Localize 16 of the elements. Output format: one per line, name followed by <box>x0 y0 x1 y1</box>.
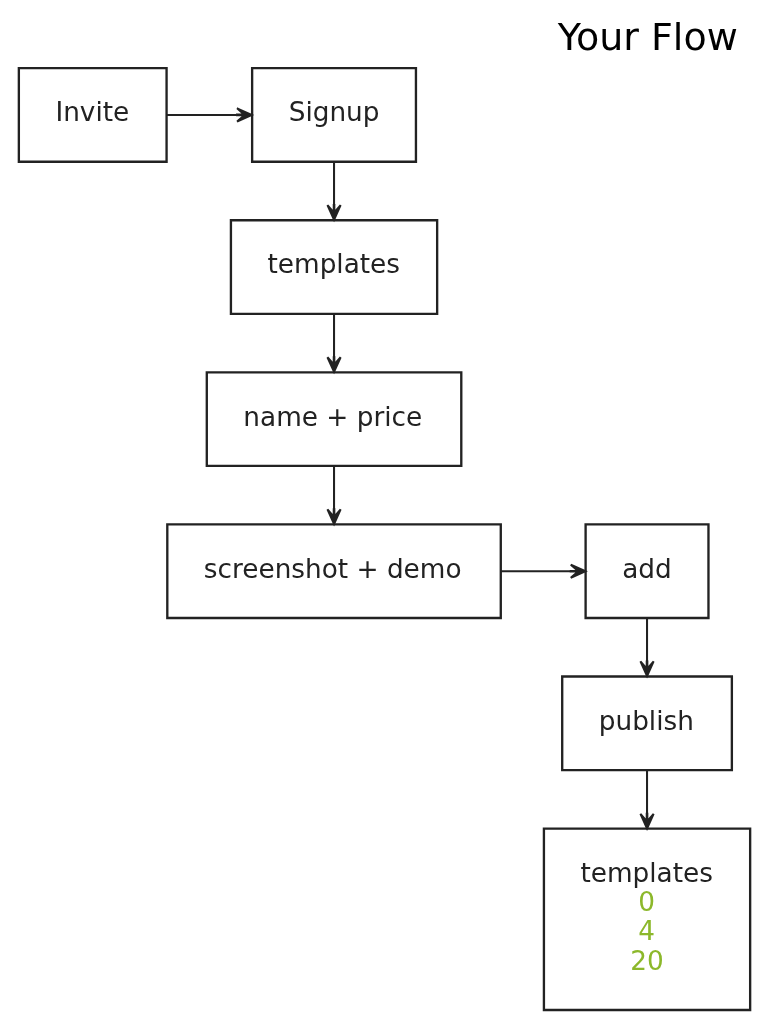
node-box: name + price <box>205 371 462 468</box>
node-box: Invite <box>17 66 168 163</box>
node-box: Signup <box>250 66 417 163</box>
node-box: templates <box>229 219 438 315</box>
arrow <box>638 770 655 830</box>
diagram-title: Your Flow <box>557 15 738 60</box>
node-box: templates 0 4 20 <box>542 827 751 1012</box>
arrow <box>166 107 253 123</box>
arrow <box>325 314 342 373</box>
arrow <box>638 618 655 678</box>
arrow <box>500 563 586 579</box>
arrow <box>325 161 342 221</box>
node-box: publish <box>560 675 733 772</box>
node-box: add <box>583 523 710 620</box>
arrow <box>325 466 342 525</box>
node-box: screenshot + demo <box>165 523 502 620</box>
